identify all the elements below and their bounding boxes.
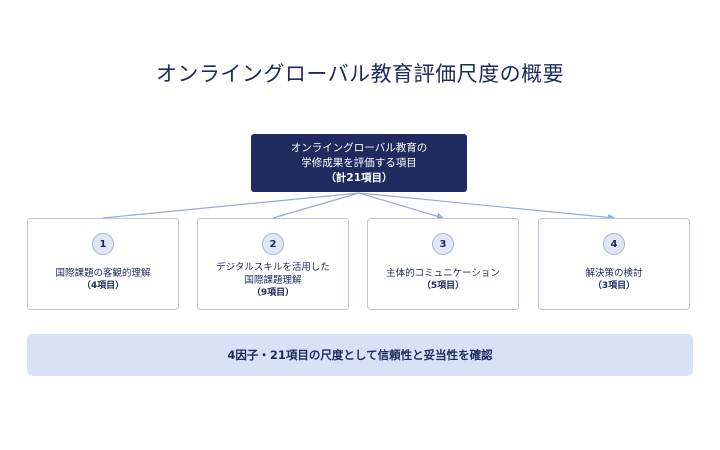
factor-label-text: 国際課題の客観的理解 xyxy=(55,268,151,279)
diagram-title: オンライングローバル教育評価尺度の概要 xyxy=(155,62,565,86)
root-node: オンライングローバル教育の 学修成果を評価する項目 （計21項目） xyxy=(251,134,467,192)
factor-label-text: 解決策の検討 xyxy=(585,268,643,279)
factor-node-1: 1 国際課題の客観的理解 （4項目） xyxy=(27,218,179,310)
factor-label: 国際課題の客観的理解 （4項目） xyxy=(28,267,178,293)
connector-line-2 xyxy=(272,192,360,219)
factor-node-2: 2 デジタルスキルを活用した国際課題理解 （9項目） xyxy=(197,218,349,310)
factor-number-badge: 4 xyxy=(603,233,625,255)
factor-label-text: デジタルスキルを活用した国際課題理解 xyxy=(216,262,330,286)
connector-line-3 xyxy=(358,192,445,220)
root-line-1: オンライングローバル教育の xyxy=(290,141,428,154)
factor-item-count: （9項目） xyxy=(251,288,295,298)
factor-node-4: 4 解決策の検討 （3項目） xyxy=(538,218,690,310)
factor-number-badge: 2 xyxy=(262,233,284,255)
root-line-3: （計21項目） xyxy=(325,171,393,184)
factor-label: 主体的コミュニケーション （5項目） xyxy=(368,267,518,293)
factor-node-3: 3 主体的コミュニケーション （5項目） xyxy=(367,218,519,310)
factor-number-badge: 1 xyxy=(92,233,114,255)
factor-item-count: （4項目） xyxy=(81,281,125,291)
factor-label: デジタルスキルを活用した国際課題理解 （9項目） xyxy=(198,261,348,300)
factor-item-count: （3項目） xyxy=(592,281,636,291)
factor-number-badge: 3 xyxy=(432,233,454,255)
summary-banner: 4因子・21項目の尺度として信頼性と妥当性を確認 xyxy=(27,334,693,376)
factor-label: 解決策の検討 （3項目） xyxy=(539,267,689,293)
connector-line-4 xyxy=(358,192,616,221)
factor-label-text: 主体的コミュニケーション xyxy=(386,268,500,279)
factor-item-count: （5項目） xyxy=(421,281,465,291)
connector-line-1 xyxy=(102,192,360,219)
root-line-2: 学修成果を評価する項目 xyxy=(301,156,417,169)
